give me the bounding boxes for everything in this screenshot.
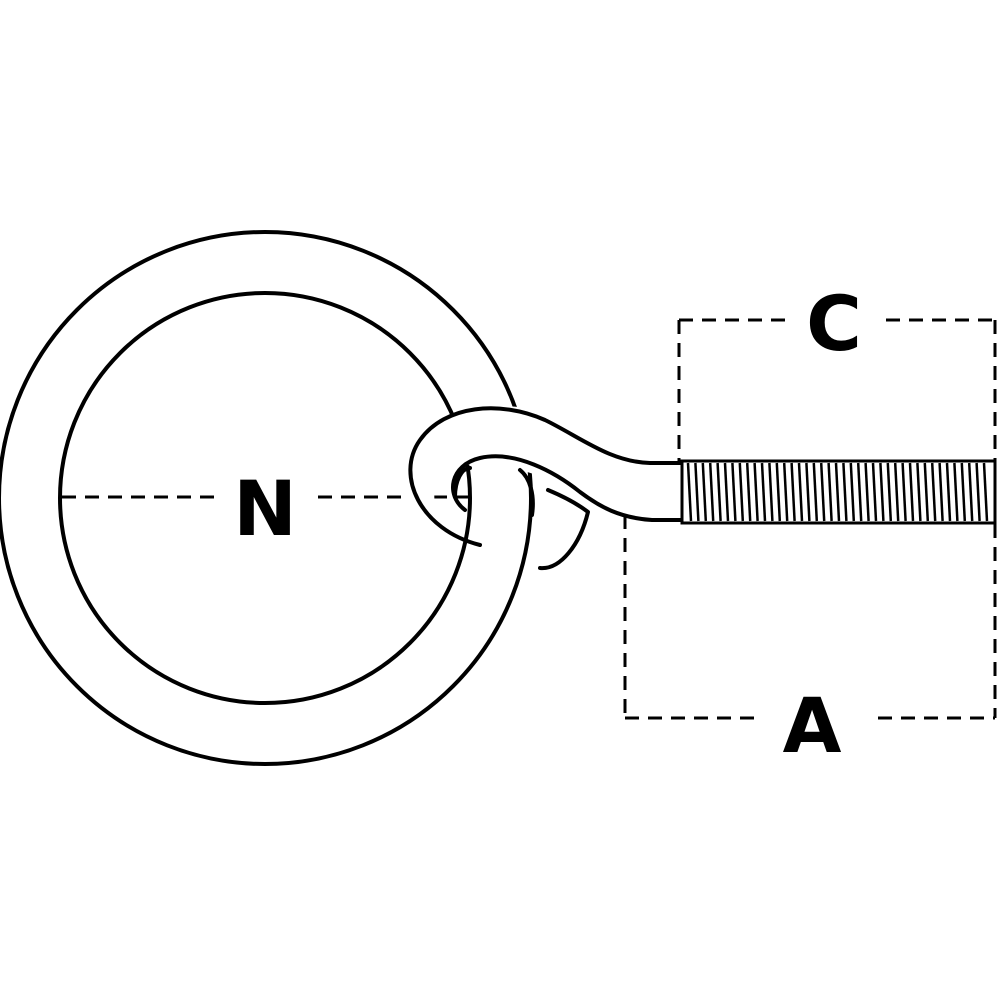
thread-line (930, 462, 937, 522)
thread-line (827, 462, 833, 522)
thread-line (686, 462, 693, 522)
ring-through-eye (453, 466, 472, 499)
thread-line (879, 462, 885, 522)
thread-line (842, 462, 848, 522)
thread-line (871, 462, 878, 522)
thread-line (834, 462, 841, 522)
thread-line (960, 462, 967, 522)
thread-line (893, 462, 900, 522)
thread-line (864, 462, 870, 522)
thread-line (760, 462, 767, 522)
thread-line (975, 462, 981, 522)
thread-line (923, 462, 930, 522)
thread-line (849, 462, 856, 522)
thread-line (782, 462, 789, 522)
eye-wire-end (538, 488, 590, 571)
thread-lines (686, 462, 989, 522)
thread-line (701, 462, 708, 522)
thread-line (938, 462, 944, 522)
thread-line (731, 462, 737, 522)
thread-line (856, 462, 863, 522)
c-dimension (677, 318, 997, 462)
a-dimension (623, 515, 997, 720)
thread-line (916, 462, 922, 522)
threaded-shank (680, 459, 997, 525)
eye-inner-contour (451, 454, 685, 522)
thread-line (805, 462, 811, 522)
eye-outer-contour (408, 406, 685, 547)
thread-line (738, 462, 745, 522)
a-label: A (783, 681, 842, 770)
thread-line (886, 462, 893, 522)
ring-through-eye-lower (518, 468, 535, 517)
thread-line (790, 462, 796, 522)
thread-line (745, 462, 752, 522)
thread-line (753, 462, 759, 522)
thread-line (723, 462, 730, 522)
n-label: N (233, 464, 297, 553)
thread-line (982, 462, 989, 522)
thread-line (901, 462, 907, 522)
thread-line (945, 462, 952, 522)
thread-line (708, 462, 715, 522)
thread-line (775, 462, 782, 522)
bolt-eye (405, 406, 685, 571)
thread-line (967, 462, 974, 522)
thread-line (768, 462, 774, 522)
thread-line (812, 462, 819, 522)
c-label: C (806, 279, 862, 368)
thread-line (908, 462, 915, 522)
thread-line (953, 462, 959, 522)
thread-line (716, 462, 722, 522)
thread-line (819, 462, 826, 522)
thread-line (694, 462, 700, 522)
thread-line (797, 462, 804, 522)
